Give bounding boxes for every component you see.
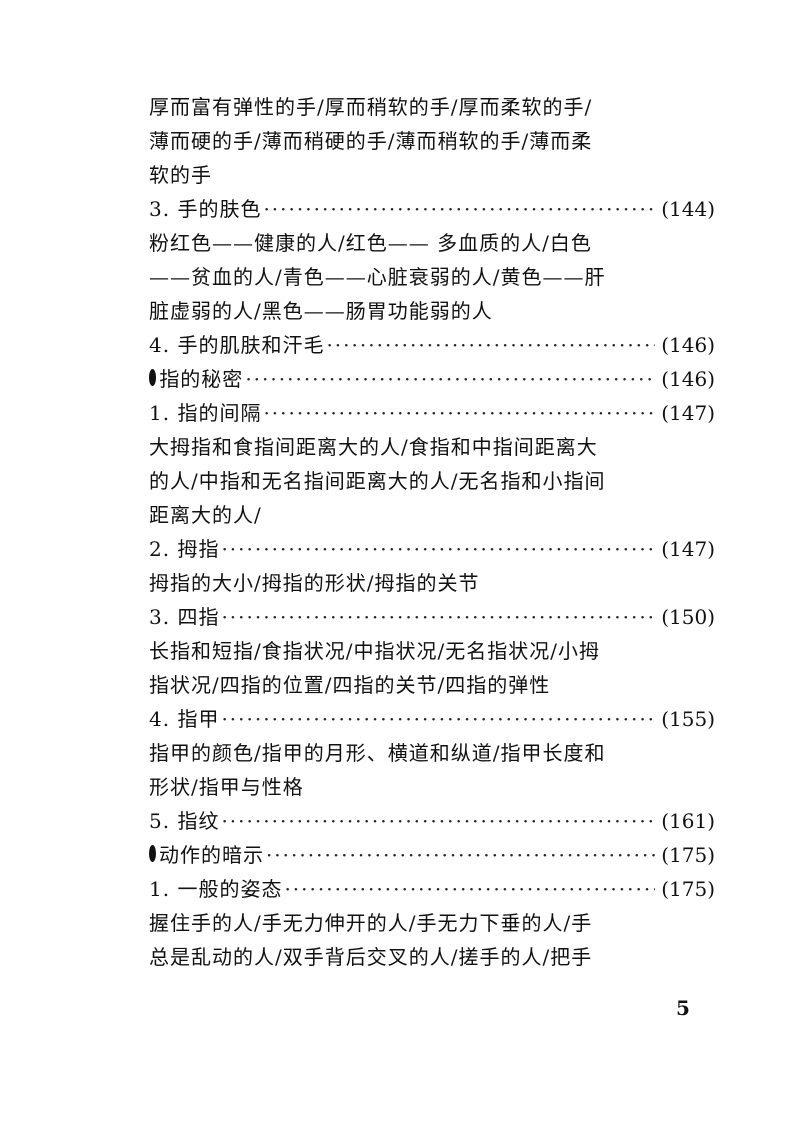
toc-entry-title: 2. 拇指 [149,537,220,561]
toc-entry: 3. 四指 (150) [149,600,715,634]
dot-leader [221,804,655,838]
toc-description-line: 拇指的大小/拇指的形状/拇指的关节 [149,571,480,595]
toc-entry-title: 4. 指甲 [149,707,220,731]
toc-description-line: 薄而硬的手/薄而稍硬的手/薄而稍软的手/薄而柔 [149,129,593,153]
dot-leader [266,838,655,872]
table-of-contents: 厚而富有弹性的手/厚而稍软的手/厚而柔软的手/薄而硬的手/薄而稍硬的手/薄而稍软… [149,90,715,974]
toc-entry-title: 1. 一般的姿态 [149,877,283,901]
bullet-icon [149,369,157,386]
toc-entry-page: (161) [661,809,715,833]
toc-entry: 4. 指甲 (155) [149,702,715,736]
toc-entry-page: (155) [661,707,715,731]
dot-leader [221,702,655,736]
dot-leader [221,532,655,566]
toc-description-line: 大拇指和食指间距离大的人/食指和中指间距离大 [149,435,598,459]
toc-entry-page: (144) [661,197,715,221]
toc-entry-title: 指的秘密 [159,367,244,391]
toc-section-entry: 指的秘密 (146) [149,362,715,396]
toc-description-line: 指状况/四指的位置/四指的关节/四指的弹性 [149,673,551,697]
toc-entry-title: 动作的暗示 [158,843,264,867]
toc-entry-title: 5. 指纹 [149,809,220,833]
toc-description-line: 粉红色——健康的人/红色—— 多血质的人/白色 [149,231,592,255]
dot-leader [284,872,655,906]
toc-entry-title: 1. 指的间隔 [149,401,262,425]
toc-entry-title: 3. 手的肤色 [149,197,262,221]
toc-section-entry: 动作的暗示 (175) [149,838,715,872]
toc-entry: 5. 指纹 (161) [149,804,715,838]
toc-entry-title: 3. 四指 [149,605,220,629]
dot-leader [245,362,655,396]
toc-description-line: 软的手 [149,163,212,187]
toc-description-line: 长指和短指/食指状况/中指状况/无名指状况/小拇 [149,639,600,663]
toc-description-line: 厚而富有弹性的手/厚而稍软的手/厚而柔软的手/ [149,95,593,119]
bullet-icon [149,845,156,862]
dot-leader [221,600,655,634]
toc-description-line: 指甲的颜色/指甲的月形、横道和纵道/指甲长度和 [149,741,606,765]
toc-entry-page: (146) [661,367,715,391]
toc-entry-page: (147) [661,401,715,425]
dot-leader [326,328,655,362]
toc-description-line: 距离大的人/ [149,503,262,527]
dot-leader [263,192,655,226]
toc-description-line: 形状/指甲与性格 [149,775,304,799]
page-number: 5 [676,996,690,1020]
toc-entry: 3. 手的肤色 (144) [149,192,715,226]
toc-description-line: 的人/中指和无名指间距离大的人/无名指和小指间 [149,469,606,493]
toc-description-line: 握住手的人/手无力伸开的人/手无力下垂的人/手 [149,911,593,935]
toc-entry-page: (175) [661,843,715,867]
toc-entry-page: (150) [661,605,715,629]
toc-entry: 1. 指的间隔 (147) [149,396,715,430]
toc-entry-page: (175) [661,877,715,901]
toc-description-line: ——贫血的人/青色——心脏衰弱的人/黄色——肝 [149,265,606,289]
dot-leader [263,396,655,430]
toc-entry-page: (146) [661,333,715,357]
toc-entry: 2. 拇指 (147) [149,532,715,566]
toc-entry-page: (147) [661,537,715,561]
toc-entry-title: 4. 手的肌肤和汗毛 [149,333,325,357]
toc-description-line: 总是乱动的人/双手背后交叉的人/搓手的人/把手 [149,945,593,969]
toc-description-line: 脏虚弱的人/黑色——肠胃功能弱的人 [149,299,493,323]
toc-entry: 1. 一般的姿态 (175) [149,872,715,906]
toc-entry: 4. 手的肌肤和汗毛 (146) [149,328,715,362]
